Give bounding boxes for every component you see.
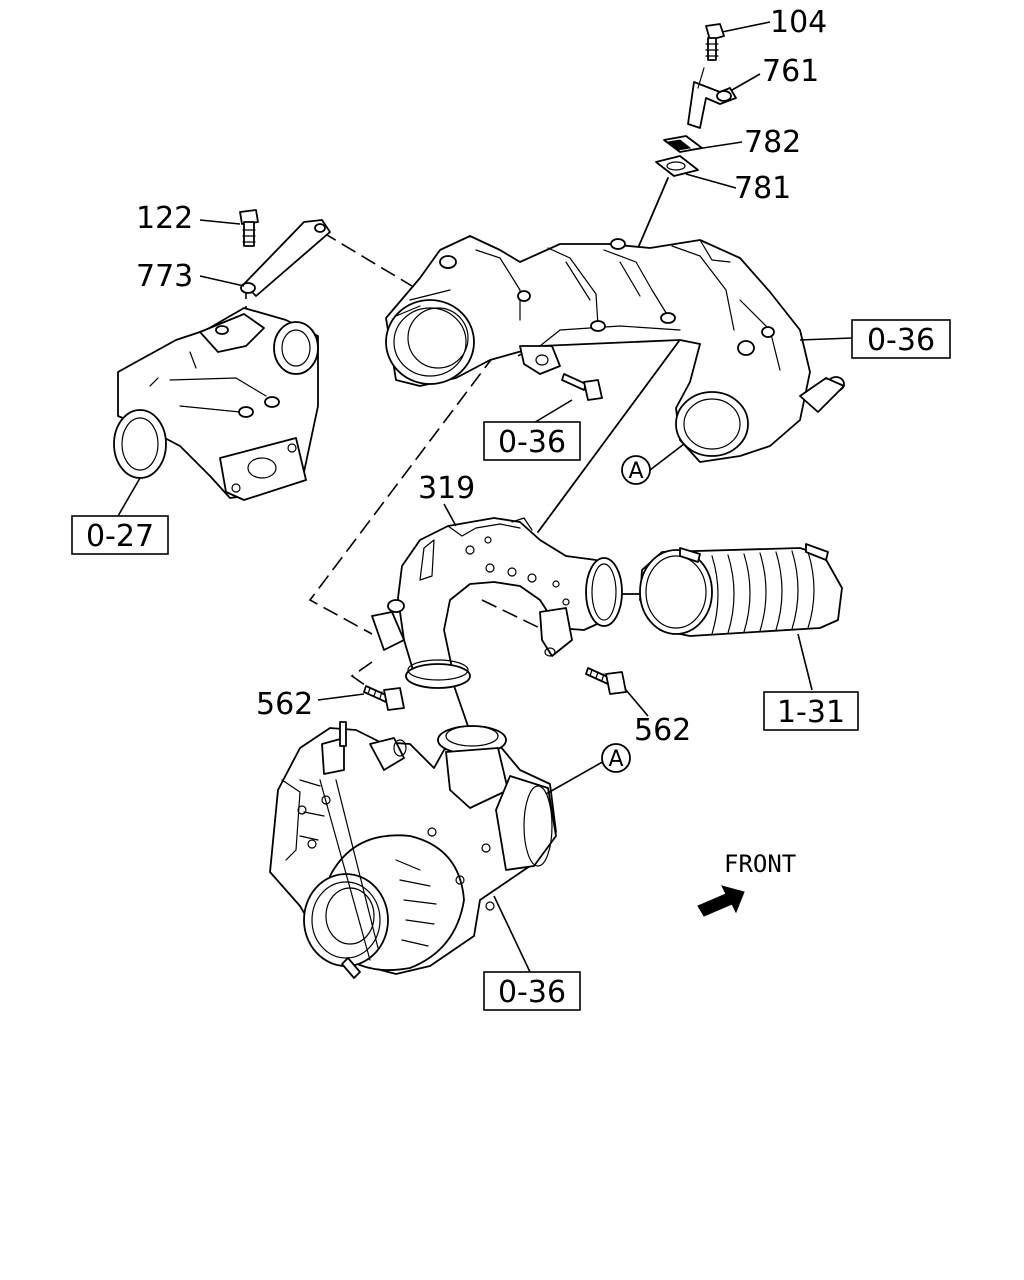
svg-text:A: A — [628, 459, 643, 484]
gasket-781 — [655, 155, 699, 177]
part-label-782: 782 — [744, 125, 801, 160]
part-label-319: 319 — [418, 471, 475, 506]
bolt-manifold-mid — [561, 373, 603, 401]
callout-a-top: A — [621, 455, 651, 485]
leader-lines — [117, 21, 853, 973]
ref-box-throttle: 0-27 — [71, 515, 169, 555]
ref-box-hose: 1-31 — [763, 691, 859, 731]
part-label-562-left: 562 — [256, 687, 313, 722]
svg-text:A: A — [608, 747, 623, 772]
throttle-body — [113, 307, 319, 501]
intake-pipe-319 — [371, 517, 623, 689]
bracket-773 — [240, 219, 331, 297]
bolt-562-left — [363, 685, 405, 711]
bolt-104 — [705, 23, 725, 61]
part-label-773: 773 — [136, 259, 193, 294]
part-label-122: 122 — [136, 201, 193, 236]
ref-box-manifold-mid: 0-36 — [483, 421, 581, 461]
ref-box-manifold-right: 0-36 — [851, 319, 951, 359]
front-label: FRONT — [724, 850, 796, 878]
svg-text:0-36: 0-36 — [867, 323, 935, 358]
bolt-122 — [239, 209, 259, 247]
part-label-781: 781 — [734, 171, 791, 206]
turbocharger — [269, 721, 557, 979]
part-label-562-right: 562 — [634, 713, 691, 748]
part-label-761: 761 — [762, 54, 819, 89]
part-label-104: 104 — [770, 5, 827, 40]
sensor-761 — [687, 67, 737, 129]
ref-box-turbo: 0-36 — [483, 971, 581, 1011]
bellows-hose — [639, 543, 843, 637]
bolt-562-right — [585, 667, 627, 695]
svg-text:0-36: 0-36 — [498, 975, 566, 1010]
front-arrow-icon — [697, 885, 745, 917]
intake-manifold — [385, 235, 845, 463]
callout-a-bottom: A — [601, 743, 631, 773]
svg-text:1-31: 1-31 — [777, 695, 845, 730]
svg-text:0-27: 0-27 — [86, 519, 154, 554]
svg-text:0-36: 0-36 — [498, 425, 566, 460]
